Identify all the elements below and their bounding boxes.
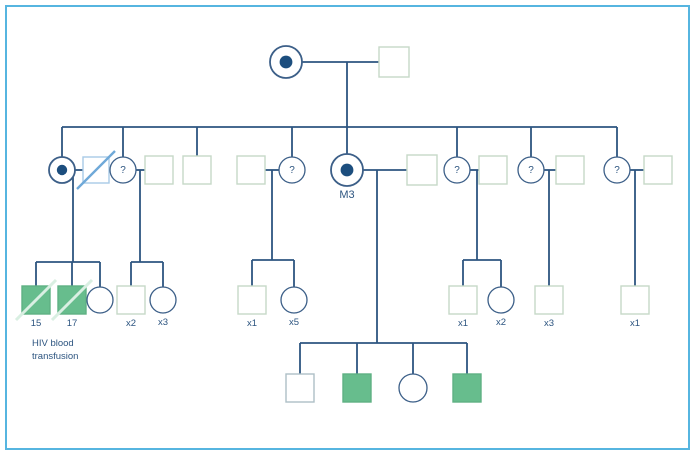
annotations: HIV blood transfusion [32, 338, 78, 362]
unknown-status-mark: ? [528, 165, 534, 176]
individual-III-11 [452, 373, 482, 403]
unknown-status-mark: ? [454, 165, 460, 176]
unknown-female-symbol [278, 156, 306, 184]
individual-label: x1 [247, 318, 257, 329]
individual-II-8: M3 [330, 153, 364, 201]
individual-III-15: x1 [620, 285, 650, 329]
unaffected-female-symbol [280, 286, 308, 314]
individual-III-12: x1 [448, 285, 478, 329]
individual-II-5 [182, 155, 212, 185]
carrier-dot-icon [279, 55, 293, 69]
individual-III-5: x3 [149, 286, 177, 328]
deceased-slash-icon [14, 278, 58, 322]
unknown-female-symbol [109, 156, 137, 184]
annotation-text: HIV blood [32, 338, 74, 349]
unknown-status-mark: ? [120, 165, 126, 176]
individual-II-15 [643, 155, 673, 185]
individual-III-6: x1 [237, 285, 267, 329]
individual-II-7: ? [278, 156, 306, 184]
individual-II-6 [236, 155, 266, 185]
unaffected-female-symbol [487, 286, 515, 314]
unaffected-male-symbol [643, 155, 673, 185]
deceased-slash-icon [50, 278, 94, 322]
individual-label: x3 [158, 317, 168, 328]
individual-III-3 [86, 286, 114, 314]
individual-III-4: x2 [116, 285, 146, 329]
unaffected-male-symbol [378, 46, 410, 78]
unknown-female-symbol [603, 156, 631, 184]
individual-label: x3 [544, 318, 554, 329]
annotation-text: transfusion [32, 351, 78, 362]
unaffected-female-symbol [86, 286, 114, 314]
individual-II-11 [478, 155, 508, 185]
deceased-slash-icon [76, 150, 116, 190]
individual-III-13: x2 [487, 286, 515, 328]
individual-II-4 [144, 155, 174, 185]
unaffected-female-symbol [398, 373, 428, 403]
figure-border [5, 5, 690, 450]
unaffected-male-symbol [534, 285, 564, 315]
unaffected-male-symbol [144, 155, 174, 185]
unaffected-male-symbol [620, 285, 650, 315]
affected-male-symbol [342, 373, 372, 403]
individual-label: M3 [339, 189, 354, 201]
unaffected-male-symbol [182, 155, 212, 185]
individual-II-1 [48, 156, 76, 184]
individual-label: x1 [630, 318, 640, 329]
carrier-dot-icon [340, 163, 354, 177]
unaffected-male-symbol [555, 155, 585, 185]
individual-I-1 [269, 45, 303, 79]
individual-label: x2 [496, 317, 506, 328]
individuals: ?? M3??? 15 17 x2 x3 x1 x5 x1 x2 x3 x1 [14, 45, 673, 403]
individual-II-14: ? [603, 156, 631, 184]
individual-label: 17 [67, 318, 78, 329]
individual-I-2 [378, 46, 410, 78]
individual-III-2: 17 [50, 278, 94, 329]
individual-II-10: ? [443, 156, 471, 184]
unaffected-female-symbol [149, 286, 177, 314]
relationship-lines [35, 61, 644, 374]
unaffected-male-symbol [478, 155, 508, 185]
individual-label: x1 [458, 318, 468, 329]
unaffected-male-symbol [237, 285, 267, 315]
unknown-female-symbol [517, 156, 545, 184]
individual-III-8 [285, 373, 315, 403]
carrier-dot-icon [56, 164, 68, 176]
affected-male-symbol [452, 373, 482, 403]
individual-III-10 [398, 373, 428, 403]
unaffected-male-symbol [285, 373, 315, 403]
individual-III-9 [342, 373, 372, 403]
unaffected-male-symbol [448, 285, 478, 315]
individual-label: x5 [289, 317, 299, 328]
unaffected-male-symbol [236, 155, 266, 185]
unaffected-male-symbol [406, 154, 438, 186]
individual-II-2 [76, 150, 116, 190]
individual-III-7: x5 [280, 286, 308, 328]
individual-III-14: x3 [534, 285, 564, 329]
individual-II-9 [406, 154, 438, 186]
individual-II-12: ? [517, 156, 545, 184]
individual-III-1: 15 [14, 278, 58, 329]
individual-II-3: ? [109, 156, 137, 184]
unknown-status-mark: ? [289, 165, 295, 176]
individual-label: 15 [31, 318, 42, 329]
unknown-female-symbol [443, 156, 471, 184]
unknown-status-mark: ? [614, 165, 620, 176]
individual-label: x2 [126, 318, 136, 329]
individual-II-13 [555, 155, 585, 185]
unaffected-male-symbol [116, 285, 146, 315]
